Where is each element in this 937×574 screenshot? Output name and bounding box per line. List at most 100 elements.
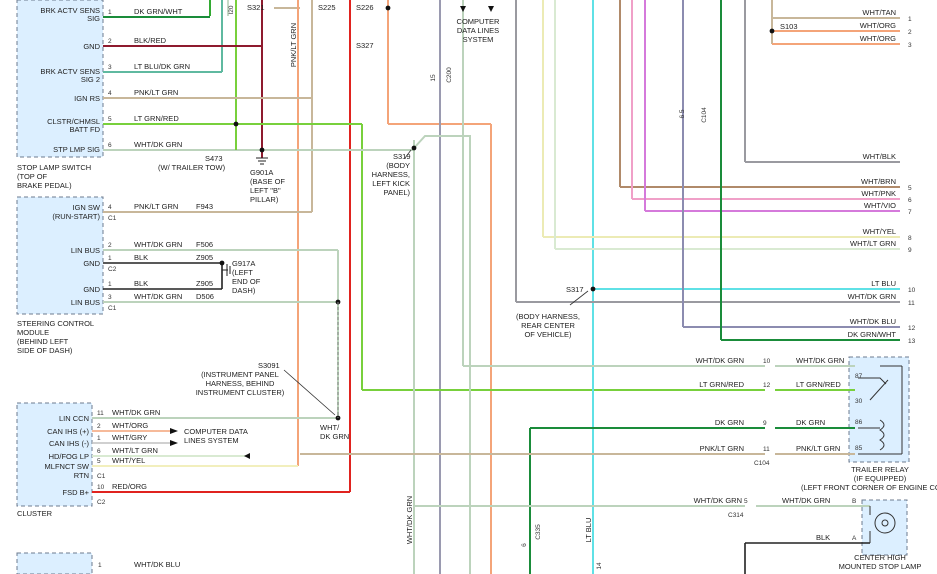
tr-caption: TRAILER RELAY xyxy=(851,465,909,474)
splice-s317-note: REAR CENTER xyxy=(521,321,575,330)
sls-pin-name: GND xyxy=(83,42,100,51)
tr-wire-label-out: PNK/LT GRN xyxy=(796,444,840,453)
scm-circuit: D506 xyxy=(196,292,214,301)
splice-s3091-note: INSTRUMENT CLUSTER) xyxy=(196,388,285,397)
sls-caption: STOP LAMP SWITCH xyxy=(17,163,91,172)
scm-conn: C2 xyxy=(108,266,117,273)
splice-s225: S225 xyxy=(318,3,336,12)
rh-pin-num: 5 xyxy=(908,185,912,192)
vlabel-i20: I20 xyxy=(228,5,235,14)
sls-pin-name2: SIG xyxy=(87,14,100,23)
scm-caption: STEERING CONTROL xyxy=(17,319,94,328)
scm-conn: C1 xyxy=(108,215,117,222)
rh-pin-num: 13 xyxy=(908,338,916,345)
scm-pin-num: 1 xyxy=(108,255,112,262)
splice-s3091-note: HARNESS, BEHIND xyxy=(206,379,275,388)
s317-leader xyxy=(569,290,589,306)
scm-circuit: F943 xyxy=(196,202,213,211)
splice-s3091: S3091 xyxy=(258,361,280,370)
cl-wire-label: WHT/LT GRN xyxy=(112,446,158,455)
cl-wire-label: WHT/DK GRN xyxy=(112,408,160,417)
trailer-relay-box xyxy=(848,356,910,463)
cl-cdl-label: LINES SYSTEM xyxy=(184,436,239,445)
splice-s321: S321 xyxy=(247,3,265,12)
rh-pin-num: 7 xyxy=(908,209,912,216)
chmsl-wire-a: BLK xyxy=(816,533,830,542)
vlabel-c200-num: 15 xyxy=(430,74,437,82)
scm-wire-label: WHT/DK GRN xyxy=(134,240,182,249)
tr-terminal: 86 xyxy=(855,419,863,426)
cl-pin-num: 1 xyxy=(97,435,101,442)
sls-caption: BRAKE PEDAL) xyxy=(17,181,72,190)
cl-conn: C1 xyxy=(97,473,106,480)
tr-pin-num: 11 xyxy=(763,446,770,453)
tr-pin-num: 10 xyxy=(763,358,771,365)
scm-caption: (BEHIND LEFT xyxy=(17,337,69,346)
cl-pin-name: CAN IHS (-) xyxy=(49,439,90,448)
scm-pin-num: 3 xyxy=(108,294,112,301)
vlabel-c335: C335 xyxy=(535,524,542,540)
hazard-box xyxy=(16,552,93,574)
sls-wire-label: LT GRN/RED xyxy=(134,114,179,123)
scm-circuit: F506 xyxy=(196,240,213,249)
cl-hd-arrow-icon xyxy=(244,453,250,459)
chmsl-lamp-icon xyxy=(874,512,896,534)
scm-pin-name: GND xyxy=(83,285,100,294)
chmsl-wire-b: WHT/DK GRN xyxy=(782,496,830,505)
tr-wire-label: LT GRN/RED xyxy=(699,380,744,389)
rh-wire-label: WHT/ORG xyxy=(860,34,896,43)
sls-wire-label: PNK/LT GRN xyxy=(134,88,178,97)
rh-pin-num: 10 xyxy=(908,287,916,294)
tr-terminal: 85 xyxy=(855,445,863,452)
splice-s226: S226 xyxy=(356,3,374,12)
sls-pin-name: STP LMP SIG xyxy=(53,145,100,154)
vlabel-lt-blu: LT BLU xyxy=(584,518,593,543)
ground-g901a-icon xyxy=(256,157,268,165)
scm-circuit: Z905 xyxy=(196,279,213,288)
sls-pin-name: CLSTR/CHMSL xyxy=(47,117,100,126)
vlabel-c200: C200 xyxy=(446,67,453,83)
rh-wire-label: WHT/TAN xyxy=(862,8,896,17)
cl-wire-label: WHT/GRY xyxy=(112,433,147,442)
sls-wire-label: WHT/DK GRN xyxy=(134,140,182,149)
tr-terminal: 30 xyxy=(855,398,863,405)
splice-dots xyxy=(219,5,775,421)
scm-pin-name: IGN SW xyxy=(73,203,101,212)
chmsl-box xyxy=(861,499,908,556)
chmsl-caption: CENTER HIGH xyxy=(854,553,906,562)
top-cdl-label: SYSTEM xyxy=(463,35,494,44)
rh-wire-label: WHT/BRN xyxy=(861,177,896,186)
vlabel-c104-nums: 6 5 xyxy=(679,109,686,118)
cdl-top-arrow-1-icon xyxy=(460,6,466,12)
ground-g917a-note: (LEFT xyxy=(232,268,253,277)
cl-pin-num: 5 xyxy=(97,458,101,465)
cl-conn: C2 xyxy=(97,499,106,506)
chmsl-caption: MOUNTED STOP LAMP xyxy=(839,562,922,571)
tr-caption: (LEFT FRONT CORNER OF ENGINE COMPT) xyxy=(801,483,937,492)
tr-terminal: 87 xyxy=(855,373,863,380)
scm-pin-name: LIN BUS xyxy=(71,298,100,307)
ground-g901a-note: LEFT "B" xyxy=(250,186,281,195)
relay-arm xyxy=(869,379,889,401)
rh-wire-label: WHT/DK GRN xyxy=(848,292,896,301)
tr-wire-label-out: DK GRN xyxy=(796,418,825,427)
s319-leader xyxy=(404,149,412,159)
cl-pin-name2: RTN xyxy=(74,471,89,480)
cl-pin-name: FSD B+ xyxy=(63,488,90,497)
cl-wire-label: RED/ORG xyxy=(112,482,147,491)
scm-pin-num: 1 xyxy=(108,281,112,288)
cdl-arrow-1-icon xyxy=(170,428,178,434)
rh-wire-label: WHT/PNK xyxy=(861,189,896,198)
cluster-box xyxy=(16,402,93,507)
sls-pin-num: 3 xyxy=(108,64,112,71)
sls-pin-name: BRK ACTV SENS xyxy=(40,6,100,15)
vlabel-wht-dk-grn: WHT/DK GRN xyxy=(405,496,414,544)
splice-s317: S317 xyxy=(566,285,584,294)
rh-wire-label: WHT/ORG xyxy=(860,21,896,30)
sls-pin-name: IGN RS xyxy=(74,94,100,103)
scm-conn: C1 xyxy=(108,305,117,312)
splice-s319-note: LEFT KICK xyxy=(372,179,410,188)
scm-wire-label: WHT/DK GRN xyxy=(134,292,182,301)
sls-pin-num: 4 xyxy=(108,90,112,97)
chmsl-pin-a: A xyxy=(852,535,857,542)
